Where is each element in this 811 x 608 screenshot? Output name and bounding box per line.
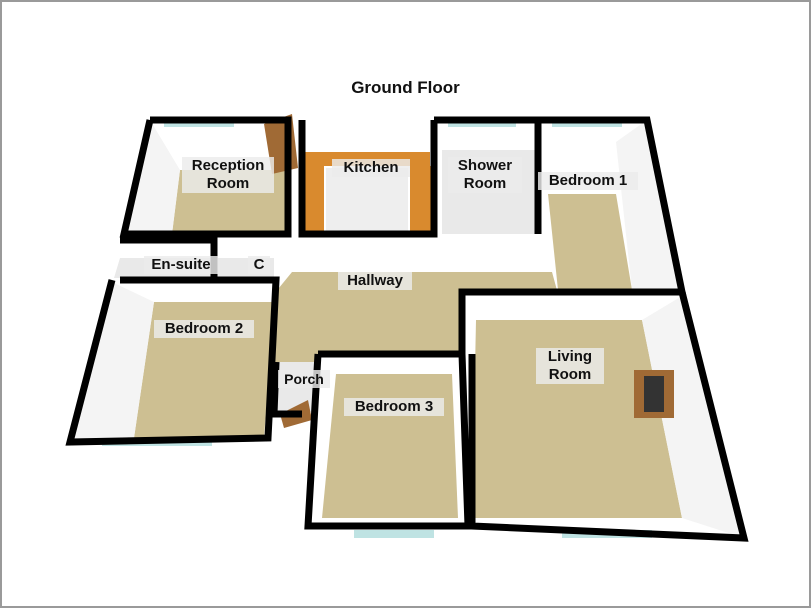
reception-room-wall-left xyxy=(124,120,180,234)
room-label-kitchen: Kitchen xyxy=(332,159,410,177)
bedroom3-window xyxy=(354,530,434,538)
fireplace-inner xyxy=(644,376,664,412)
living-room-floor xyxy=(472,320,682,518)
room-label-bedroom2: Bedroom 2 xyxy=(154,320,254,338)
room-label-hallway: Hallway xyxy=(338,272,412,290)
kitchen-counter-left xyxy=(302,166,324,232)
room-label-cupboard: C xyxy=(248,256,270,274)
bedroom3-floor xyxy=(322,374,458,518)
bedroom2-wall-left xyxy=(70,282,154,442)
bedroom1-wall-right xyxy=(616,120,682,290)
wall-reception xyxy=(119,116,292,238)
wall-bedroom2 xyxy=(65,276,280,446)
room-label-ensuite: En-suite xyxy=(144,256,218,274)
bedroom1-floor xyxy=(548,194,632,290)
kitchen-tile-floor xyxy=(326,168,408,232)
wall-bedroom3 xyxy=(304,350,472,530)
room-label-bedroom1: Bedroom 1 xyxy=(538,172,638,190)
hallway-floor xyxy=(274,272,558,370)
room-label-shower: Shower Room xyxy=(448,157,522,193)
wall-living xyxy=(468,291,749,542)
floor-title: Ground Floor xyxy=(351,78,460,97)
wall-kitchen xyxy=(298,120,438,238)
room-label-reception: Reception Room xyxy=(182,157,274,193)
room-label-porch: Porch xyxy=(278,370,330,388)
room-label-living: Living Room xyxy=(536,348,604,384)
wall-porch xyxy=(270,361,302,418)
room-label-bedroom3: Bedroom 3 xyxy=(344,398,444,416)
living-room-wall-right xyxy=(642,296,744,538)
kitchen-counter-right xyxy=(410,166,432,232)
